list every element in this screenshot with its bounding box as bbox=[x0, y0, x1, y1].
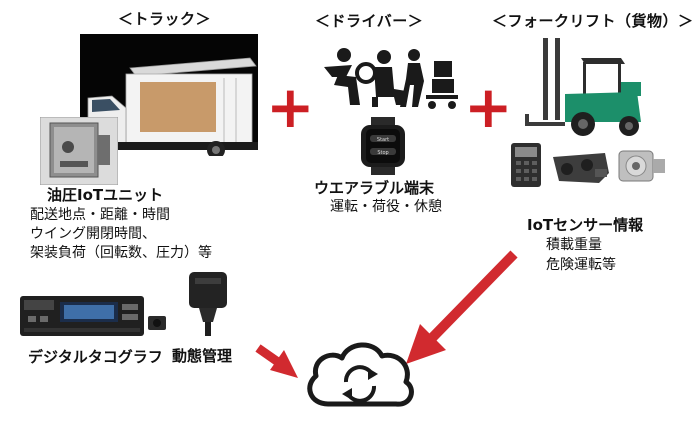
truck-image bbox=[80, 34, 258, 162]
smartwatch-image: Start Stop bbox=[361, 117, 405, 175]
header-driver: ＜ドライバー＞ bbox=[315, 12, 424, 30]
gps-device-image bbox=[189, 272, 227, 336]
watch-stop-label: Stop bbox=[377, 150, 388, 156]
driver-icons bbox=[324, 48, 458, 109]
watch-start-label: Start bbox=[377, 137, 389, 143]
forklift-detail-1: 積載重量 bbox=[546, 237, 602, 253]
arrow-from-forklift bbox=[406, 250, 518, 364]
tachograph-image bbox=[20, 296, 166, 336]
wearable-activities: 運転・荷役・休憩 bbox=[330, 199, 442, 215]
tachograph-label: デジタルタコグラフ bbox=[28, 348, 163, 366]
hydraulic-unit-image bbox=[40, 117, 118, 185]
forklift-detail-2: 危険運転等 bbox=[546, 257, 616, 273]
truck-detail-3: 架装負荷（回転数、圧力）等 bbox=[30, 245, 212, 261]
header-forklift: ＜フォークリフト（貨物）＞ bbox=[492, 12, 694, 30]
truck-detail-2: ウイング開閉時間、 bbox=[30, 226, 156, 242]
forklift-image bbox=[525, 38, 641, 136]
iot-sensor-title: IoTセンサー情報 bbox=[527, 216, 644, 234]
arrow-from-vehicle bbox=[255, 344, 298, 378]
wearable-title: ウエアラブル端末 bbox=[314, 179, 435, 197]
cloud-sync-icon bbox=[307, 342, 414, 407]
sensor-parts-image bbox=[511, 143, 665, 187]
hydraulic-unit-title: 油圧IoTユニット bbox=[47, 186, 164, 204]
header-truck: ＜トラック＞ bbox=[118, 10, 212, 28]
truck-detail-1: 配送地点・距離・時間 bbox=[30, 207, 170, 223]
plus-sign-2: + bbox=[464, 73, 513, 141]
plus-sign-1: + bbox=[266, 73, 315, 141]
dynamics-label: 動態管理 bbox=[172, 347, 233, 365]
